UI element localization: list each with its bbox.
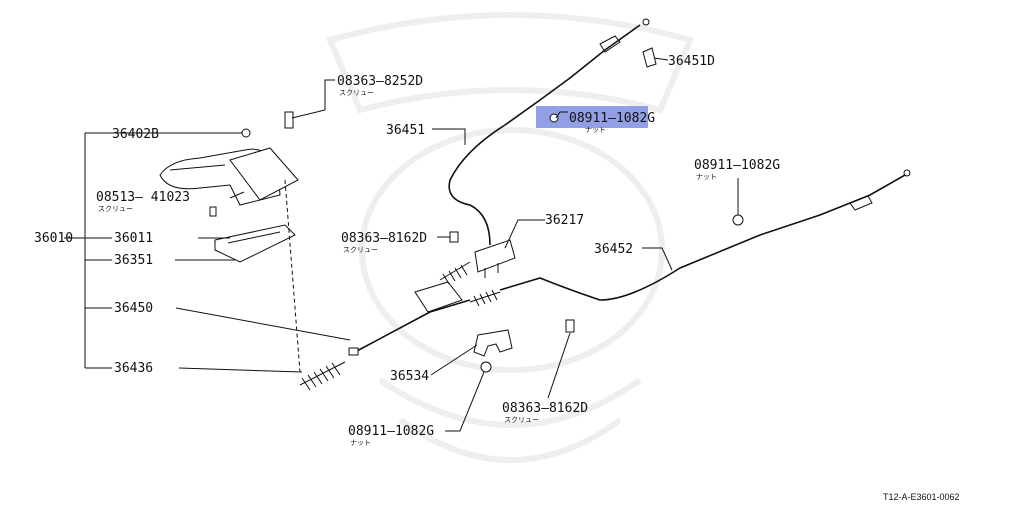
cable-36450 bbox=[348, 299, 471, 356]
callout-08911-1082g[interactable]: 08911–1082G bbox=[348, 424, 434, 439]
spring-36436 bbox=[299, 361, 346, 391]
callout-08513-41023[interactable]: 08513– 41023 bbox=[96, 190, 190, 205]
diagram-code: T12-A-E3601-0062 bbox=[883, 492, 960, 502]
callout-08363-8162d[interactable]: 08363–8162D bbox=[502, 401, 588, 416]
leader-lines bbox=[64, 57, 739, 432]
spring-lower bbox=[469, 289, 501, 307]
callout-sub-label: ナット bbox=[696, 173, 717, 181]
callout-36351[interactable]: 36351 bbox=[114, 253, 153, 268]
callout-labels: 36402B08363–8252Dスクリュー36451D08911–1082Gナ… bbox=[34, 54, 780, 447]
callout-sub-label: スクリュー bbox=[98, 205, 133, 213]
clip-36534 bbox=[473, 329, 513, 357]
callout-36452[interactable]: 36452 bbox=[594, 242, 633, 257]
callout-36534[interactable]: 36534 bbox=[390, 369, 429, 384]
callout-08363-8252d[interactable]: 08363–8252D bbox=[337, 74, 423, 89]
watermark-logo bbox=[325, 12, 695, 463]
callout-sub-label: スクリュー bbox=[339, 89, 374, 97]
callout-08363-8162d[interactable]: 08363–8162D bbox=[341, 231, 427, 246]
callout-08911-1082g[interactable]: 08911–1082G bbox=[569, 111, 655, 126]
callout-sub-label: ナット bbox=[350, 439, 371, 447]
callout-36402b[interactable]: 36402B bbox=[112, 127, 159, 142]
callout-36011[interactable]: 36011 bbox=[114, 231, 153, 246]
cable-36451 bbox=[448, 18, 650, 246]
callout-36450[interactable]: 36450 bbox=[114, 301, 153, 316]
callout-36451[interactable]: 36451 bbox=[386, 123, 425, 138]
callout-sub-label: スクリュー bbox=[343, 246, 378, 254]
callout-36010[interactable]: 36010 bbox=[34, 231, 73, 246]
spring-upper bbox=[439, 261, 471, 285]
callout-sub-label: スクリュー bbox=[504, 416, 539, 424]
fasteners bbox=[209, 47, 744, 373]
callout-36436[interactable]: 36436 bbox=[114, 361, 153, 376]
callout-sub-label: ナット bbox=[585, 126, 606, 134]
parking-brake-lever bbox=[159, 147, 301, 373]
cable-36452 bbox=[499, 169, 911, 301]
callout-08911-1082g[interactable]: 08911–1082G bbox=[694, 158, 780, 173]
callout-36217[interactable]: 36217 bbox=[545, 213, 584, 228]
callout-36451d[interactable]: 36451D bbox=[668, 54, 715, 69]
